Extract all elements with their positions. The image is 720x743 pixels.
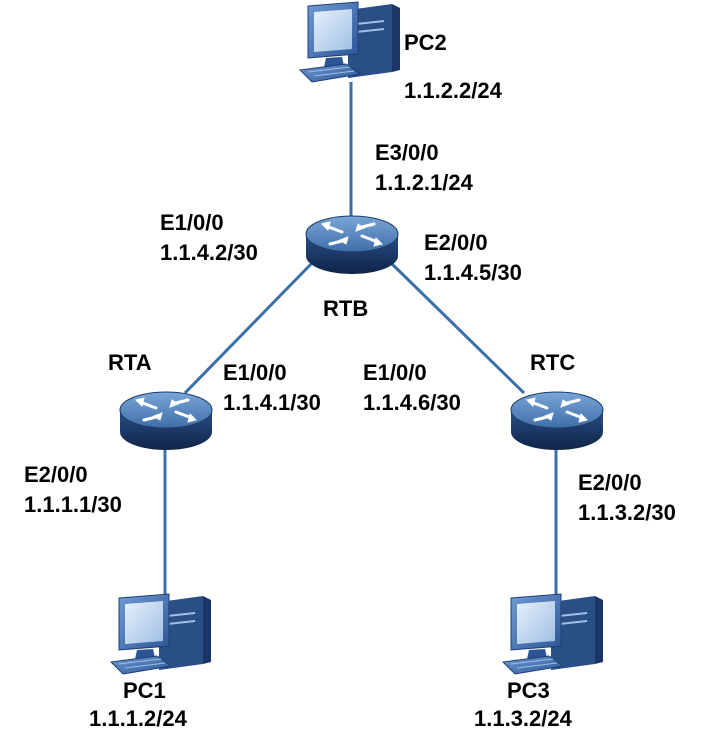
rta-e1-port: E1/0/0 xyxy=(223,360,287,385)
rtc-e2-ip: 1.1.3.2/30 xyxy=(578,500,676,525)
rtc-name: RTC xyxy=(530,350,576,375)
router-icon-rtb[interactable] xyxy=(304,214,400,276)
rta-e2-interface-label: E2/0/0 1.1.1.1/30 xyxy=(24,460,122,520)
pc2-ip: 1.1.2.2/24 xyxy=(404,78,502,103)
rtc-e1-port: E1/0/0 xyxy=(363,360,427,385)
link-rtb-rtc xyxy=(388,260,526,395)
pc-icon-pc3[interactable] xyxy=(502,593,604,675)
rtb-e1-port: E1/0/0 xyxy=(160,210,224,235)
rtb-e1-interface-label: E1/0/0 1.1.4.2/30 xyxy=(160,208,258,268)
rta-name: RTA xyxy=(108,350,152,375)
pc1-name: PC1 xyxy=(123,678,166,703)
rtb-e1-ip: 1.1.4.2/30 xyxy=(160,240,258,265)
router-icon-rtc[interactable] xyxy=(509,390,605,452)
rta-e2-port: E2/0/0 xyxy=(24,462,88,487)
rtb-e2-port: E2/0/0 xyxy=(424,230,488,255)
rtc-e2-interface-label: E2/0/0 1.1.3.2/30 xyxy=(578,468,676,528)
pc3-ip: 1.1.3.2/24 xyxy=(474,706,572,731)
rtc-e2-port: E2/0/0 xyxy=(578,470,642,495)
rtc-e1-ip: 1.1.4.6/30 xyxy=(363,390,461,415)
rta-e2-ip: 1.1.1.1/30 xyxy=(24,492,122,517)
pc1-ip: 1.1.1.2/24 xyxy=(89,706,187,731)
router-icon-rta[interactable] xyxy=(118,390,214,452)
link-rtb-rta xyxy=(183,260,315,395)
rta-e1-interface-label: E1/0/0 1.1.4.1/30 xyxy=(223,358,321,418)
rtb-e3-ip: 1.1.2.1/24 xyxy=(375,170,473,195)
rtb-e2-ip: 1.1.4.5/30 xyxy=(424,260,522,285)
rtb-e2-interface-label: E2/0/0 1.1.4.5/30 xyxy=(424,228,522,288)
rtb-e3-interface-label: E3/0/0 1.1.2.1/24 xyxy=(375,138,473,198)
rtb-e3-port: E3/0/0 xyxy=(375,140,439,165)
pc-icon-pc2[interactable] xyxy=(299,1,401,83)
pc3-name: PC3 xyxy=(507,678,550,703)
pc-icon-pc1[interactable] xyxy=(110,593,212,675)
rtb-name: RTB xyxy=(323,296,369,321)
rtc-e1-interface-label: E1/0/0 1.1.4.6/30 xyxy=(363,358,461,418)
rta-e1-ip: 1.1.4.1/30 xyxy=(223,390,321,415)
pc2-name: PC2 xyxy=(404,30,447,55)
